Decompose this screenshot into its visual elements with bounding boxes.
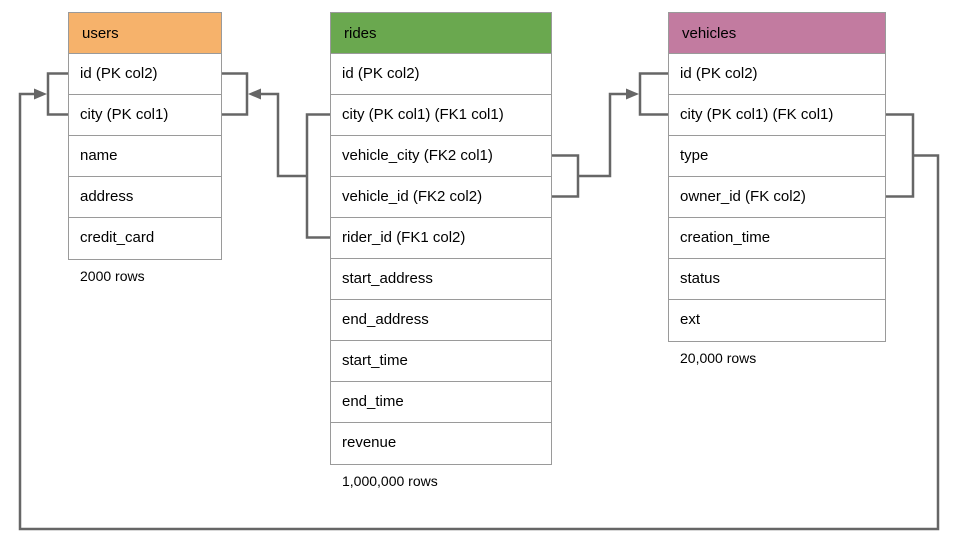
- connector-fk1-arrowhead: [248, 88, 261, 100]
- row-count-label-rides: 1,000,000 rows: [342, 473, 438, 489]
- connector-fk-users-bracket: [46, 72, 68, 116]
- connector-fk2-vehicles-bracket: [638, 72, 668, 116]
- row-count-label-users: 2000 rows: [80, 268, 145, 284]
- column-row-vehicles: status: [669, 259, 885, 300]
- column-row-vehicles: ext: [669, 300, 885, 341]
- column-row-rides: rider_id (FK1 col2): [331, 218, 551, 259]
- column-row-vehicles: creation_time: [669, 218, 885, 259]
- column-row-rides: revenue: [331, 423, 551, 464]
- connector-fk1-users-bracket: [222, 72, 249, 116]
- connector-fk2-rides-bracket: [552, 154, 580, 198]
- column-row-vehicles: city (PK col1) (FK col1): [669, 95, 885, 136]
- column-row-rides: start_address: [331, 259, 551, 300]
- column-row-rides: vehicle_city (FK2 col1): [331, 136, 551, 177]
- column-row-rides: end_time: [331, 382, 551, 423]
- column-row-users: id (PK col2): [69, 54, 221, 95]
- connector-fk1-rides-bracket: [305, 113, 330, 239]
- column-row-rides: vehicle_id (FK2 col2): [331, 177, 551, 218]
- column-row-rides: city (PK col1) (FK1 col1): [331, 95, 551, 136]
- column-row-rides: end_address: [331, 300, 551, 341]
- row-count-label-vehicles: 20,000 rows: [680, 350, 757, 366]
- column-row-rides: id (PK col2): [331, 54, 551, 95]
- column-row-users: city (PK col1): [69, 95, 221, 136]
- table-header-vehicles: vehicles: [669, 13, 885, 54]
- column-row-users: credit_card: [69, 218, 221, 259]
- column-row-users: name: [69, 136, 221, 177]
- column-row-vehicles: type: [669, 136, 885, 177]
- connector-fk2-arrowhead: [626, 88, 639, 100]
- column-row-rides: start_time: [331, 341, 551, 382]
- column-row-vehicles: owner_id (FK col2): [669, 177, 885, 218]
- connector-fk-link-line: [18, 92, 940, 531]
- column-row-users: address: [69, 177, 221, 218]
- connector-fk1-link-line: [261, 92, 307, 178]
- connector-fk-vehicles-bracket: [886, 113, 915, 198]
- table-header-rides: rides: [331, 13, 551, 54]
- column-row-vehicles: id (PK col2): [669, 54, 885, 95]
- connector-fk-arrowhead: [34, 88, 47, 100]
- connector-fk2-link-line: [578, 92, 627, 178]
- table-header-users: users: [69, 13, 221, 54]
